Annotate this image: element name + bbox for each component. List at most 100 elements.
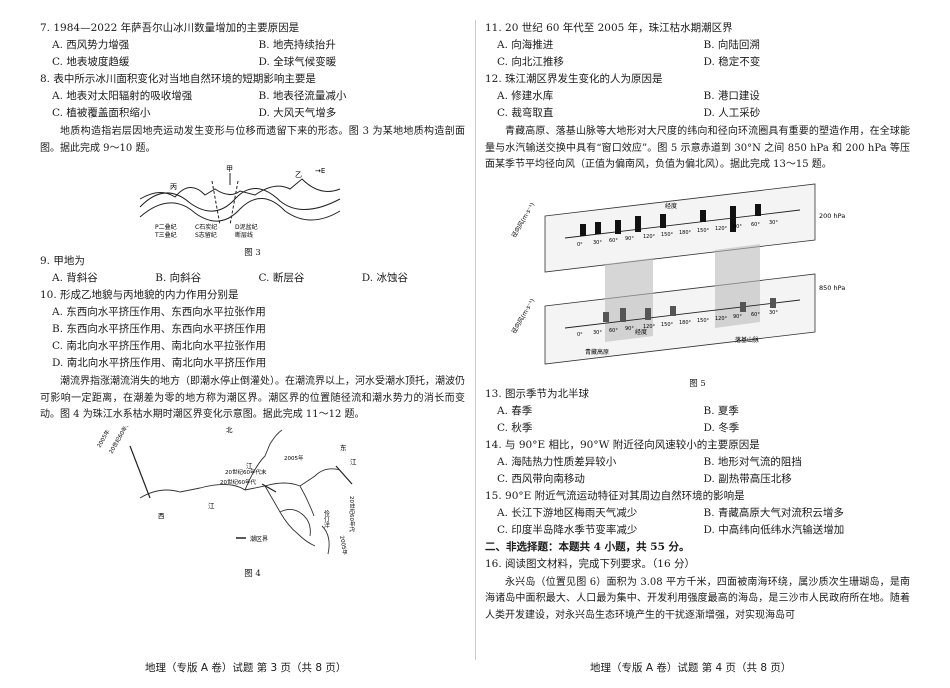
option-c: C. 印度半岛降水季节变率减少 — [497, 523, 638, 536]
option-a: A. 向海推进 — [497, 39, 554, 51]
question-8: 8. 表中所示冰川面积变化对当地自然环境的短期影响主要是 — [40, 73, 316, 85]
svg-text:120°: 120° — [643, 324, 656, 330]
tibet-wall — [605, 257, 653, 342]
label-east: →E — [315, 167, 325, 175]
option-d: D. 人工采砂 — [703, 107, 761, 119]
option-d: D. 副热带高压北移 — [703, 472, 792, 485]
legend-fault: 断层线 — [235, 231, 253, 239]
label-rocky: 落基山脉 — [735, 336, 759, 344]
figure-4: 2005年 20世纪60年代 20世纪60年代末 20世纪60年代 2005年 … — [40, 419, 465, 579]
option-b: B. 地壳持续抬升 — [258, 39, 336, 51]
option-b: B. 地表径流量减小 — [258, 90, 347, 102]
svg-text:180°: 180° — [679, 320, 692, 326]
svg-text:120°: 120° — [715, 226, 728, 232]
legend-p: P二叠纪 — [155, 223, 177, 231]
left-page: 7. 1984—2022 年萨吾尔山冰川数量增加的主要原因是 A. 西风势力增强… — [40, 20, 465, 579]
option-b: B. 港口建设 — [703, 90, 760, 102]
question-13: 13. 图示季节为北半球 — [485, 387, 590, 400]
intro-11-12: 潮流界指涨潮流消失的地方（即潮水停止倒灌处）。在潮流界以上，河水受潮水顶托，潮波… — [40, 376, 465, 420]
label-1960s-end: 20世纪60年代末 — [225, 468, 267, 476]
svg-text:60°: 60° — [609, 328, 618, 334]
svg-text:90°: 90° — [625, 326, 634, 332]
geologic-section-diagram: 甲 乙 丙 →E P二叠纪 C石炭纪 D泥盆纪 T三叠纪 S志留纪 断层线 — [139, 165, 341, 239]
figure-5: 径向风(m·s⁻¹) 径向风(m·s⁻¹) 经度 经度 200 hPa 850 … — [485, 176, 910, 389]
svg-text:90°: 90° — [733, 224, 742, 230]
svg-text:150°: 150° — [661, 322, 674, 328]
svg-text:150°: 150° — [697, 228, 710, 234]
option-d: D. 全球气候变暖 — [258, 56, 337, 68]
lower-lon-ticks: 0° 30° 60° 90° 120° 150° 180° 150° 120° … — [577, 310, 778, 338]
legend-d: D泥盆纪 — [235, 223, 258, 231]
label-jiang-north: 江 — [246, 462, 253, 470]
svg-text:30°: 30° — [593, 240, 602, 246]
figure-3-caption: 图 3 — [244, 248, 261, 258]
label-jiang-west: 江 — [208, 502, 215, 510]
rocky-wall — [715, 243, 760, 328]
question-15-options: A. 长江下游地区梅雨天气减少 B. 青藏高原大气对流积云增多 C. 印度半岛降… — [485, 505, 910, 539]
svg-text:150°: 150° — [661, 232, 674, 238]
option-d: D. 中高纬向低纬水汽输送增加 — [703, 523, 845, 536]
label-tibet: 青藏高原 — [585, 348, 609, 356]
question-9-options: A. 背斜谷 B. 向斜谷 C. 断层谷 D. 冰蚀谷 — [40, 270, 465, 287]
label-jiang-east: 江 — [350, 458, 357, 466]
svg-text:60°: 60° — [609, 238, 618, 244]
section-heading: 二、非选择题：本题共 4 小题，共 55 分。 — [485, 540, 690, 553]
question-10: 10. 形成乙地貌与丙地貌的内力作用分别是 — [40, 289, 239, 301]
upper-lon-ticks: 0° 30° 60° 90° 120° 150° 180° 150° 120° … — [577, 220, 778, 248]
pearl-river-map: 2005年 20世纪60年代 20世纪60年代末 20世纪60年代 2005年 … — [95, 419, 357, 556]
option-a: A. 背斜谷 — [52, 272, 98, 284]
option-d: D. 南北向水平挤压作用、南北向水平挤压作用 — [52, 357, 267, 369]
question-10-options: A. 东西向水平挤压作用、东西向水平拉张作用 B. 东西向水平挤压作用、东西向水… — [40, 304, 465, 372]
lower-ylabel: 径向风(m·s⁻¹) — [510, 297, 536, 335]
option-c: C. 西风带向南移动 — [497, 472, 585, 485]
page-divider — [475, 20, 476, 660]
option-d: D. 大风天气增多 — [258, 107, 337, 119]
label-xi: 西 — [158, 512, 165, 520]
option-c: C. 植被覆盖面积缩小 — [52, 107, 151, 119]
question-12: 12. 珠江潮区界发生变化的人为原因是 — [485, 73, 663, 85]
label-yi: 乙 — [295, 171, 302, 179]
question-15: 15. 90°E 附近气流运动特征对其周边自然环境的影响是 — [485, 489, 745, 502]
upper-bars — [580, 203, 761, 236]
question-11-options: A. 向海推进 B. 向陆回溯 C. 向北江推移 D. 稳定不变 — [485, 37, 910, 71]
label-2005-east: 2005年 — [338, 534, 349, 555]
svg-text:120°: 120° — [643, 234, 656, 240]
svg-text:0°: 0° — [577, 332, 583, 338]
label-850hpa: 850 hPa — [819, 284, 845, 292]
label-bei: 北 — [226, 426, 233, 434]
label-jia: 甲 — [226, 165, 233, 173]
label-1960s-west: 20世纪60年代 — [107, 426, 132, 455]
legend-c: C石炭纪 — [195, 223, 217, 231]
intro-9-10: 地质构造指岩层因地壳运动发生变形与位移而遗留下来的形态。图 3 为某地地质构造剖… — [40, 126, 465, 154]
question-14: 14. 与 90°E 相比，90°W 附近径向风速较小的主要原因是 — [485, 438, 760, 451]
upper-plane-200hpa — [544, 183, 816, 272]
option-a: A. 西风势力增强 — [52, 39, 130, 51]
svg-text:180°: 180° — [679, 230, 692, 236]
option-a: A. 春季 — [497, 404, 533, 417]
option-a: A. 海陆热力性质差异较小 — [497, 455, 617, 468]
svg-text:90°: 90° — [625, 236, 634, 242]
figure-4-caption: 图 4 — [244, 568, 261, 579]
question-14-options: A. 海陆热力性质差异较小 B. 地形对气流的阻挡 C. 西风带向南移动 D. … — [485, 454, 910, 488]
option-d: D. 冰蚀谷 — [361, 272, 408, 284]
footer-left: 地理（专版 A 卷）试题 第 3 页（共 8 页） — [145, 662, 347, 674]
question-16: 16. 阅读图文材料，完成下列要求。（16 分） — [485, 557, 695, 570]
meridional-wind-diagram: 径向风(m·s⁻¹) 径向风(m·s⁻¹) 经度 经度 200 hPa 850 … — [510, 183, 845, 364]
svg-text:90°: 90° — [733, 314, 742, 320]
legend-t: T三叠纪 — [154, 231, 177, 239]
option-c: C. 断层谷 — [258, 272, 305, 284]
option-a: A. 地表对太阳辐射的吸收增强 — [52, 90, 193, 102]
question-11: 11. 20 世纪 60 年代至 2005 年，珠江枯水期潮区界 — [485, 22, 733, 34]
label-1960s-north: 20世纪60年代 — [220, 478, 256, 486]
question-13-options: A. 春季 B. 夏季 C. 秋季 D. 冬季 — [485, 403, 910, 437]
label-bing: 丙 — [170, 183, 177, 191]
figure-5-caption: 图 5 — [689, 378, 706, 389]
svg-text:120°: 120° — [715, 316, 728, 322]
legend-s: S志留纪 — [195, 231, 217, 239]
option-d: D. 冬季 — [703, 421, 740, 434]
question-8-options: A. 地表对太阳辐射的吸收增强 B. 地表径流量减小 C. 植被覆盖面积缩小 D… — [40, 88, 465, 122]
option-b: B. 地形对气流的阻挡 — [703, 455, 802, 468]
intro-13-15: 青藏高原、落基山脉等大地形对大尺度的纬向和径向环流圈具有重要的塑造作用，在全球能… — [485, 126, 910, 170]
option-a: A. 修建水库 — [497, 90, 554, 102]
question-7: 7. 1984—2022 年萨吾尔山冰川数量增加的主要原因是 — [40, 22, 300, 34]
